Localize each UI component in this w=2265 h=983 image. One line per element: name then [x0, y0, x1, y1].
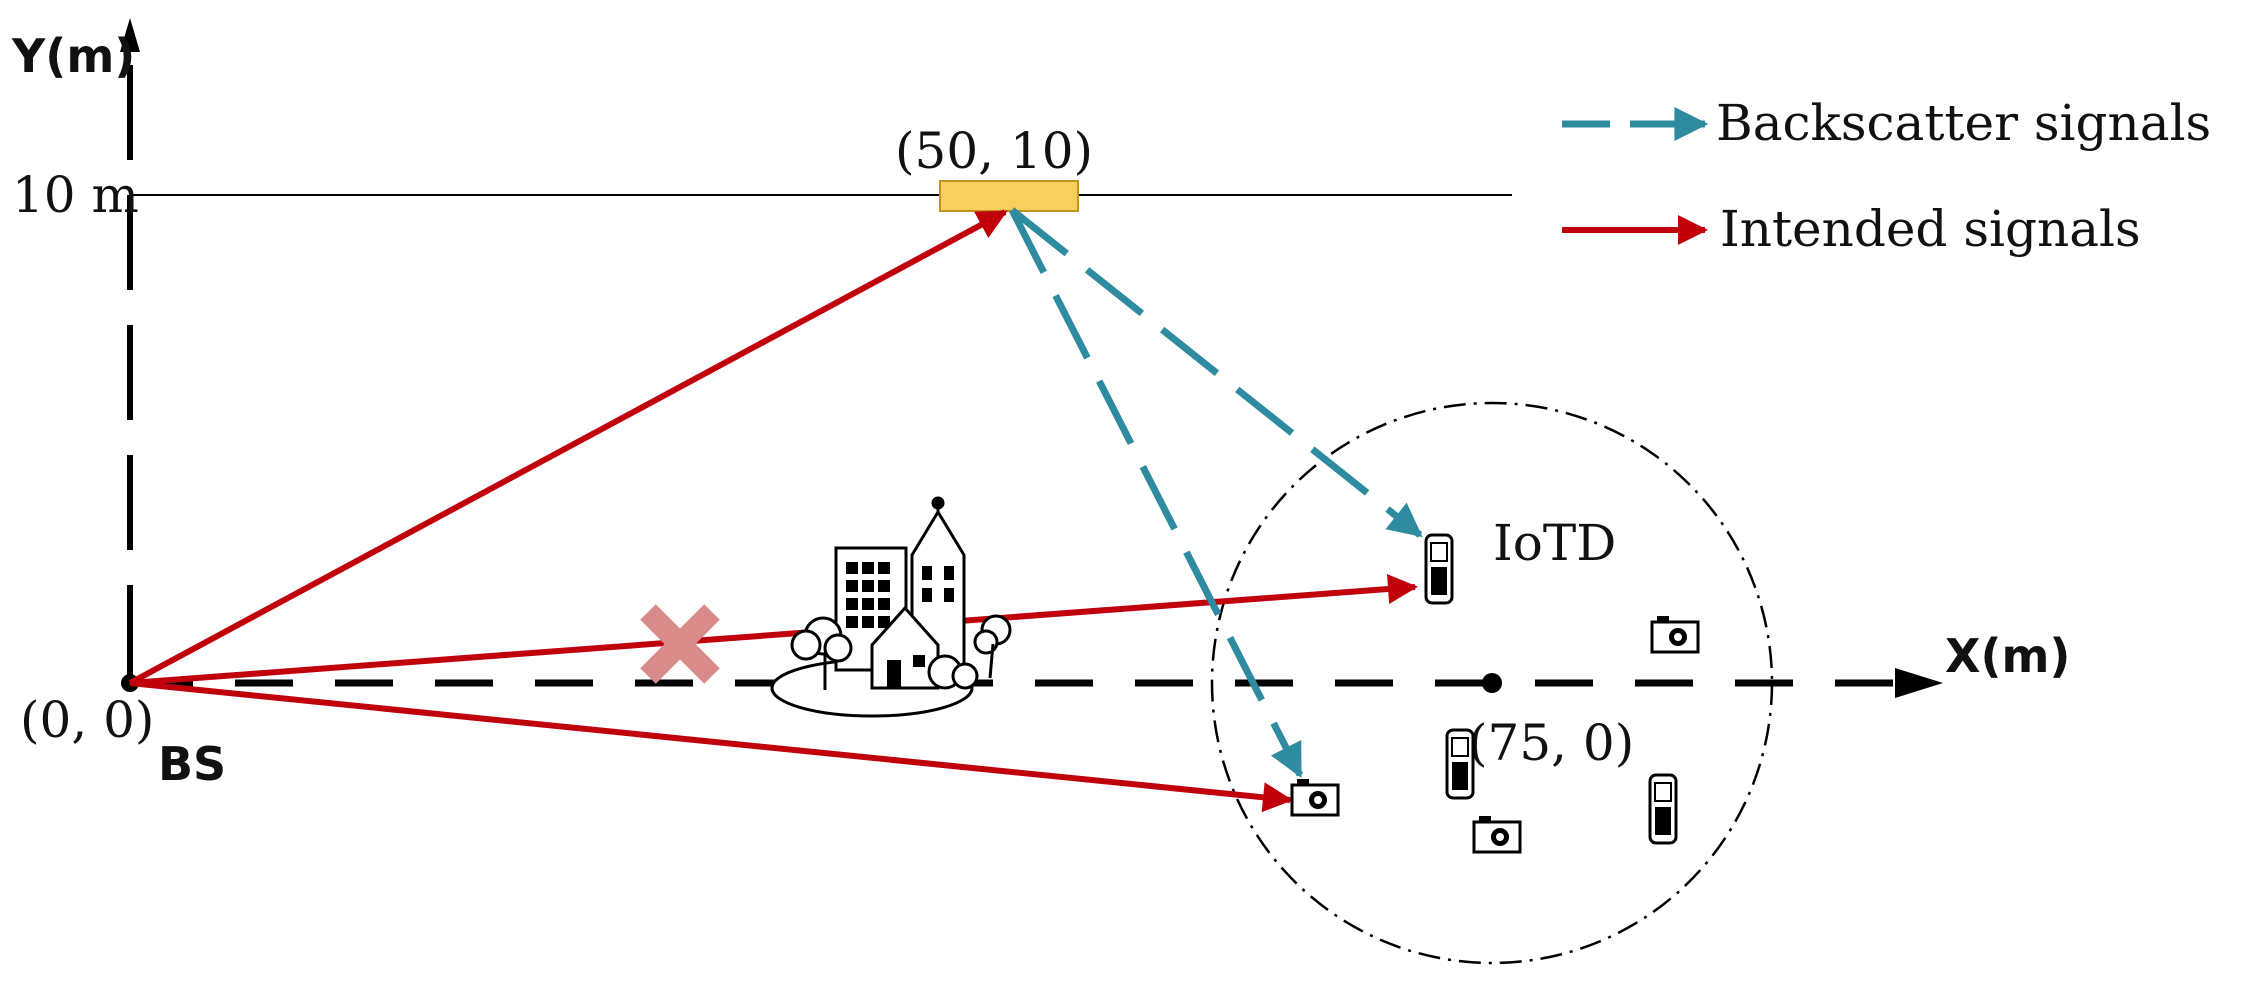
camera-device-icon: [1650, 616, 1700, 654]
coverage-circle: [1210, 401, 1774, 965]
x-axis-arrow-icon: [1895, 668, 1943, 698]
y-axis-arrow-icon: [120, 18, 140, 52]
origin-label: (0, 0): [20, 691, 154, 749]
camera-device-icon: [1290, 779, 1340, 817]
ris-label: (50, 10): [895, 122, 1093, 180]
intended-link-bs-ris: [128, 209, 1008, 686]
y-tick-label: 10 m: [12, 166, 139, 224]
y-axis-label: Y(m): [11, 29, 135, 83]
phone-device-icon: [1424, 533, 1454, 605]
legend-backscatter-label: Backscatter signals: [1716, 94, 2211, 152]
center-label: (75, 0): [1468, 714, 1634, 772]
legend-item-intended: Intended signals: [1562, 200, 2141, 258]
intended-link-bs-iotd-blocked: [129, 574, 1418, 686]
camera-device-icon: [1472, 816, 1522, 854]
building-obstacle-icon: [770, 496, 1012, 718]
legend-item-backscatter: Backscatter signals: [1562, 94, 2211, 152]
ris-panel: [939, 180, 1079, 212]
phone-device-icon: [1445, 728, 1475, 800]
legend-intended-label: Intended signals: [1720, 200, 2141, 258]
backscatter-link-ris-camera: [1008, 208, 1304, 779]
blocked-x-icon: [640, 604, 720, 684]
backscatter-link-ris-iotd: [1009, 207, 1423, 538]
intended-link-bs-camera: [129, 680, 1293, 813]
iotd-label: IoTD: [1493, 514, 1616, 572]
bs-label: BS: [158, 737, 226, 791]
legend: Backscatter signals Intended signals: [1562, 94, 2211, 258]
phone-device-icon: [1648, 773, 1678, 845]
center-point: [1482, 673, 1502, 693]
x-axis-label: X(m): [1945, 629, 2070, 683]
